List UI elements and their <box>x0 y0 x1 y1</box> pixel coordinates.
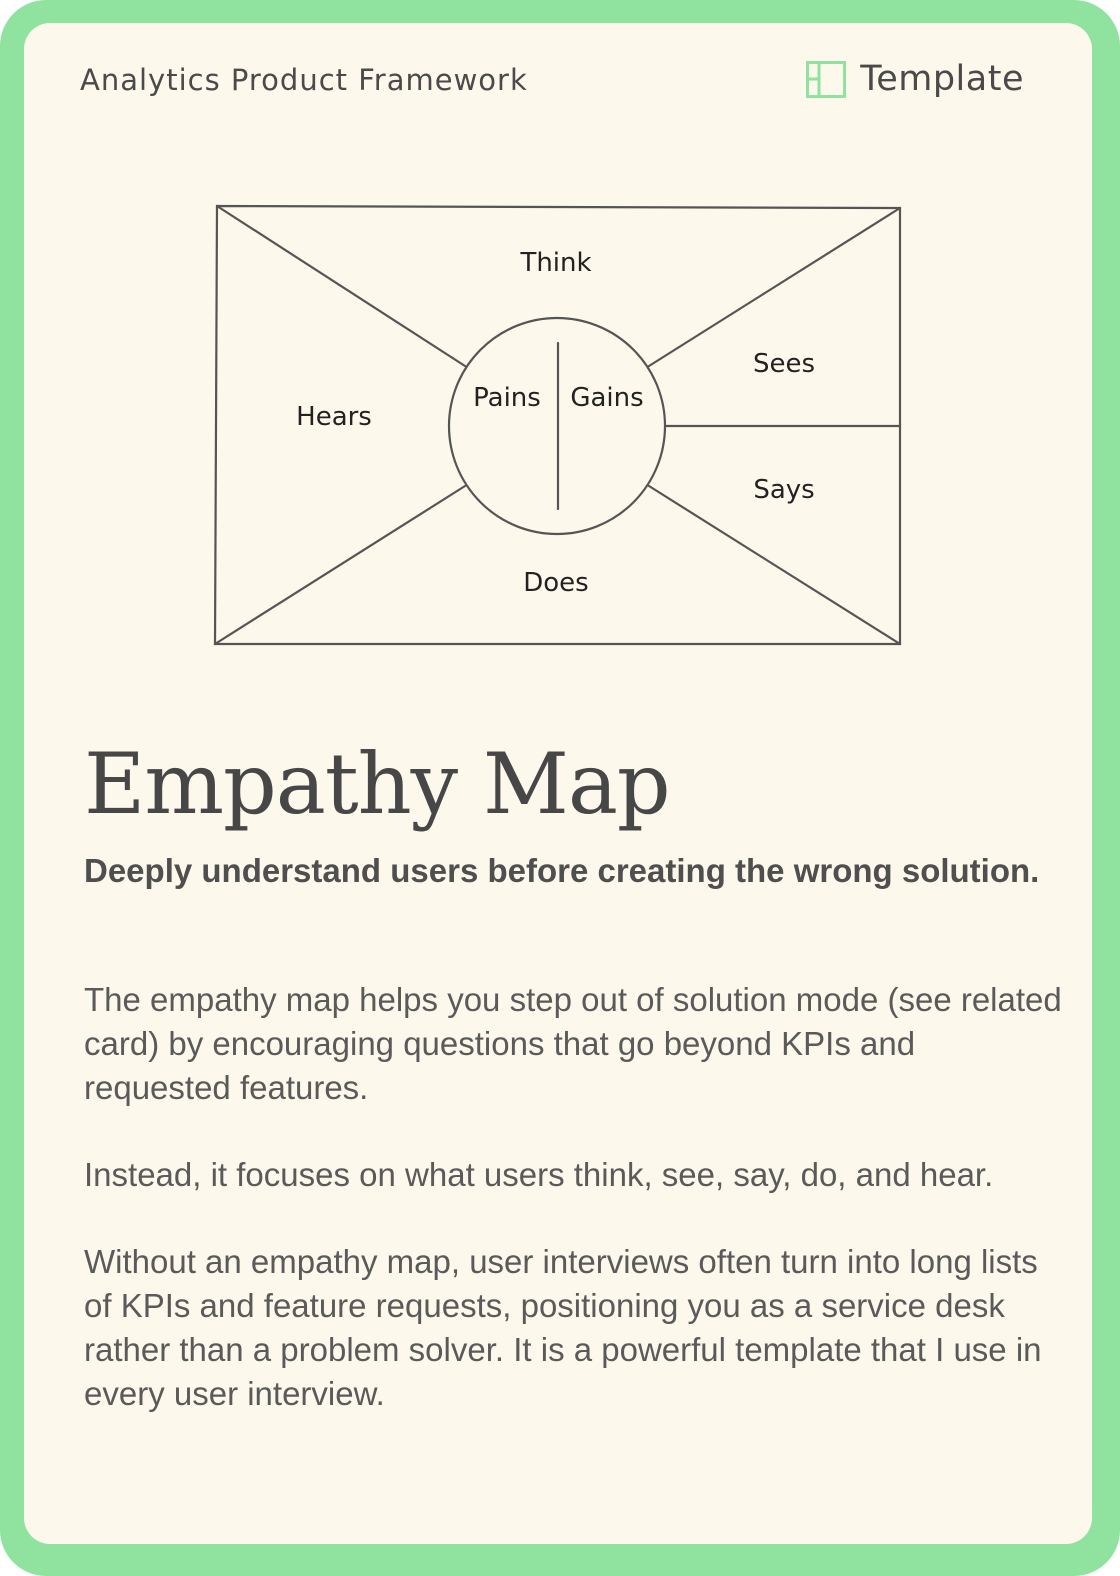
label-gains: Gains <box>570 383 643 413</box>
divider-top-left <box>215 204 467 368</box>
label-sees: Sees <box>753 349 815 379</box>
description-paragraph: The empathy map helps you step out of so… <box>84 981 1062 1106</box>
page-subtitle: Deeply understand users before creating … <box>84 852 1040 889</box>
label-does: Does <box>523 568 588 598</box>
page-title: Empathy Map <box>84 735 671 833</box>
description: The empathy map helps you step out of so… <box>84 978 1064 1459</box>
label-pains: Pains <box>473 383 541 413</box>
framework-title: Analytics Product Framework <box>80 63 528 97</box>
label-says: Says <box>753 475 814 505</box>
template-tag: Template <box>806 59 1024 99</box>
divider-top-right <box>647 206 902 368</box>
empathy-map-diagram: Think Hears Sees Says Does Pains Gains <box>212 201 904 647</box>
empathy-map-svg: Think Hears Sees Says Does Pains Gains <box>213 204 902 646</box>
divider-bottom-left <box>213 484 467 646</box>
description-paragraph: Instead, it focuses on what users think,… <box>84 1156 994 1193</box>
template-label: Template <box>860 59 1024 99</box>
divider-bottom-right <box>647 484 902 646</box>
description-paragraph: Without an empathy map, user interviews … <box>84 1243 1042 1412</box>
layout-template-icon <box>806 60 847 98</box>
center-circle <box>447 316 667 536</box>
label-think: Think <box>519 248 591 278</box>
label-hears: Hears <box>296 402 372 432</box>
framework-card: Analytics Product Framework Template <box>24 23 1092 1544</box>
